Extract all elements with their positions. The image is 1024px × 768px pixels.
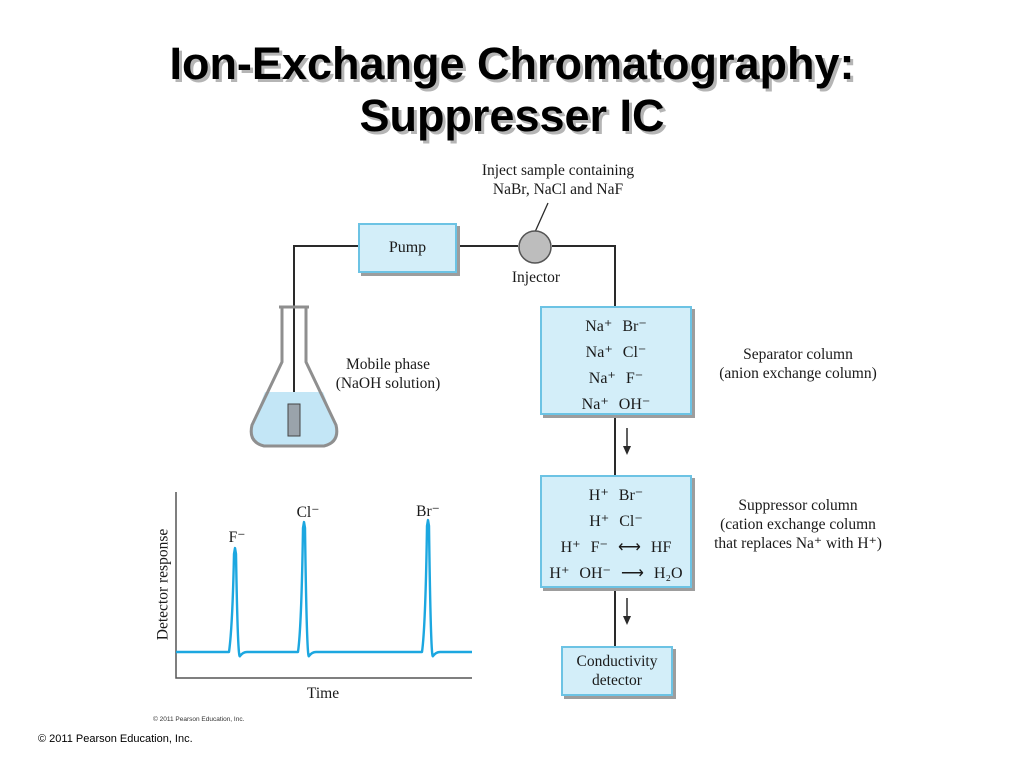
suppressor-anion: OH⁻ — [579, 565, 611, 582]
line-flask-to-pump — [293, 245, 358, 392]
figure-copyright: © 2011 Pearson Education, Inc. — [153, 716, 245, 723]
pump-label: Pump — [388, 239, 427, 256]
separator-row: Na⁺ F⁻ — [542, 366, 690, 392]
suppressor-anion: Br⁻ — [618, 487, 644, 504]
suppressor-label-line-1: Suppressor column — [738, 497, 858, 514]
mobile-phase-line-1: Mobile phase — [346, 356, 430, 373]
suppressor-column-box: H⁺ Br⁻ H⁺ Cl⁻ H⁺ F⁻ ⟷ HF H⁺ OH⁻ ⟶ H₂O — [540, 475, 692, 588]
flow-arrow-2-head — [623, 616, 631, 625]
separator-column-label: Separator column (anion exchange column) — [700, 345, 896, 383]
chromatogram-x-axis-label: Time — [306, 685, 340, 702]
pump-box: Pump — [358, 223, 457, 273]
inject-label-line-1: Inject sample containing — [481, 162, 635, 179]
separator-row: Na⁺ Br⁻ — [542, 314, 690, 340]
peak-label-chloride: Cl⁻ — [296, 504, 320, 521]
reaction-arrow: ⟶ — [620, 565, 644, 582]
chromatogram-trace — [176, 518, 472, 658]
inject-label: Inject sample containing NaBr, NaCl and … — [462, 161, 654, 199]
conductivity-detector-box: Conductivity detector — [561, 646, 673, 696]
suppressor-cation: H⁺ — [560, 539, 581, 556]
slide-title: Ion-Exchange Chromatography: Suppresser … — [0, 38, 1024, 142]
equilibrium-arrow: ⟷ — [617, 539, 641, 556]
injector-label: Injector — [511, 269, 561, 286]
flow-arrows — [623, 428, 631, 625]
separator-cation: Na⁺ — [585, 344, 613, 361]
separator-anion: OH⁻ — [618, 396, 651, 413]
suppressor-product: HF — [650, 539, 672, 556]
separator-cation: Na⁺ — [588, 370, 616, 387]
flow-lines — [293, 202, 616, 646]
suppressor-row: H⁺ F⁻ ⟷ HF — [542, 535, 690, 561]
suppressor-label-line-3: that replaces Na⁺ with H⁺) — [714, 535, 882, 552]
flow-arrow-1-head — [623, 446, 631, 455]
separator-anion: Br⁻ — [622, 318, 647, 335]
separator-cation: Na⁺ — [581, 396, 609, 413]
inject-pointer-line — [534, 202, 549, 233]
suppressor-anion: F⁻ — [590, 539, 608, 556]
separator-label-line-1: Separator column — [743, 346, 853, 363]
flask-outline — [249, 307, 339, 448]
suppressor-anion: Cl⁻ — [619, 513, 643, 530]
inlet-filter — [287, 403, 301, 437]
flask-icon — [249, 305, 339, 448]
separator-anion: Cl⁻ — [622, 344, 647, 361]
suppressor-row: H⁺ OH⁻ ⟶ H₂O — [542, 561, 690, 587]
chromatogram-axes — [175, 492, 472, 679]
separator-cation: Na⁺ — [585, 318, 613, 335]
separator-anion: F⁻ — [625, 370, 644, 387]
detector-line-1: Conductivity — [576, 653, 658, 670]
suppressor-product: H₂O — [653, 565, 683, 582]
inject-label-line-2: NaBr, NaCl and NaF — [492, 181, 624, 198]
separator-row: Na⁺ OH⁻ — [542, 392, 690, 418]
mobile-phase-line-2: (NaOH solution) — [335, 375, 441, 392]
chromatogram — [175, 492, 472, 679]
suppressor-cation: H⁺ — [588, 487, 609, 504]
title-line-1: Ion-Exchange Chromatography: — [169, 38, 855, 89]
chromatogram-y-axis-label: Detector response — [154, 528, 172, 641]
suppressor-row: H⁺ Cl⁻ — [542, 509, 690, 535]
line-injector-to-separator — [552, 245, 616, 306]
injector-icon — [518, 230, 552, 264]
suppressor-cation: H⁺ — [589, 513, 610, 530]
title-line-2: Suppresser IC — [359, 90, 665, 141]
separator-column-box: Na⁺ Br⁻ Na⁺ Cl⁻ Na⁺ F⁻ Na⁺ OH⁻ — [540, 306, 692, 415]
suppressor-label-line-2: (cation exchange column — [720, 516, 876, 533]
suppressor-cation: H⁺ — [549, 565, 570, 582]
separator-row: Na⁺ Cl⁻ — [542, 340, 690, 366]
peak-label-bromide: Br⁻ — [416, 503, 440, 520]
peak-label-fluoride: F⁻ — [228, 529, 246, 546]
mobile-phase-label: Mobile phase (NaOH solution) — [318, 355, 458, 393]
separator-label-line-2: (anion exchange column) — [719, 365, 877, 382]
detector-line-2: detector — [592, 672, 642, 689]
suppressor-column-label: Suppressor column (cation exchange colum… — [695, 496, 901, 553]
suppressor-row: H⁺ Br⁻ — [542, 483, 690, 509]
slide-copyright: © 2011 Pearson Education, Inc. — [38, 733, 193, 745]
